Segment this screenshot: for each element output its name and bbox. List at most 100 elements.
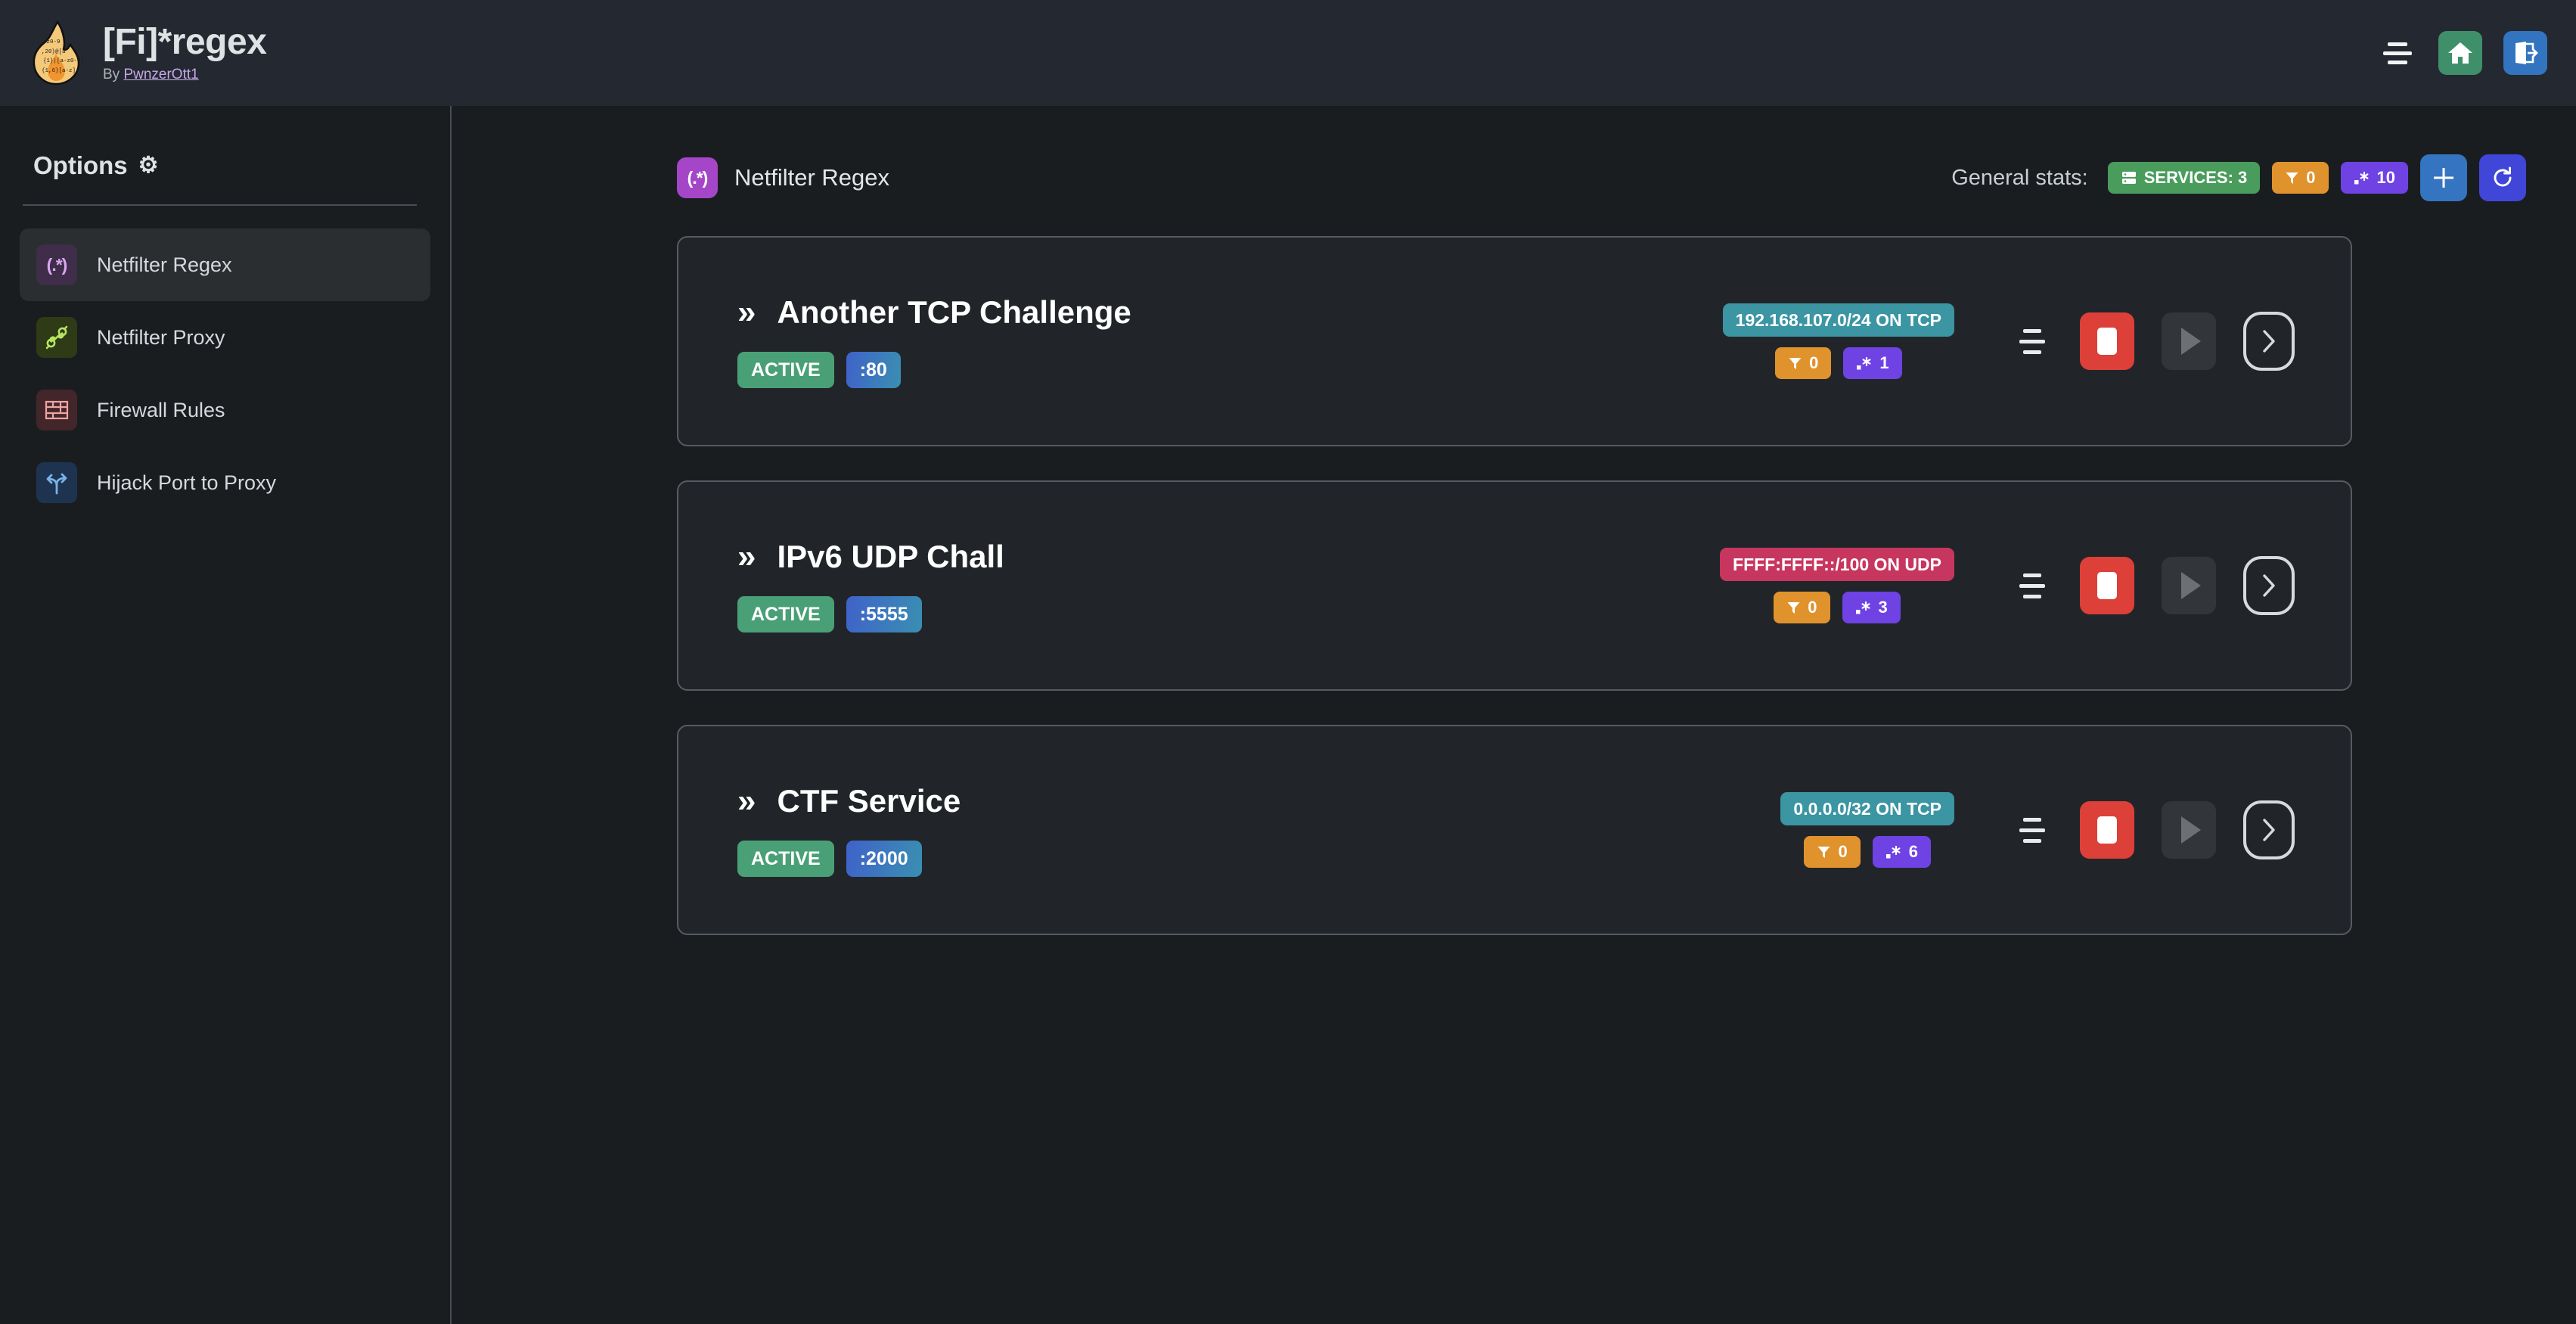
filter-icon [1787, 601, 1800, 614]
service-name: CTF Service [777, 783, 961, 819]
play-button[interactable] [2162, 801, 2216, 859]
app-title: [Fi]*regex [103, 21, 267, 62]
service-info: » Another TCP Challenge ACTIVE :80 [678, 294, 1131, 388]
regexes-count-label: 3 [1878, 598, 1888, 617]
menu-line [2023, 594, 2041, 598]
service-menu-icon[interactable] [2012, 573, 2053, 598]
port-badge: :2000 [846, 841, 922, 877]
regexes-count-badge: 1 [1843, 347, 1902, 379]
stop-icon [2097, 572, 2117, 599]
service-actions: FFFF:FFFF::/100 ON UDP 0 [1720, 548, 2351, 623]
stop-button[interactable] [2080, 557, 2134, 614]
double-chevron-right-icon: » [737, 294, 756, 331]
open-service-button[interactable] [2243, 312, 2295, 371]
filters-count-label: 0 [2306, 168, 2316, 187]
service-tags: ACTIVE :80 [737, 352, 1131, 388]
service-name: IPv6 UDP Chall [777, 539, 1004, 574]
play-icon [2181, 572, 2201, 599]
regexes-count-label: 10 [2376, 168, 2395, 187]
open-service-button[interactable] [2243, 556, 2295, 615]
stop-button[interactable] [2080, 801, 2134, 859]
service-menu-icon[interactable] [2012, 328, 2053, 354]
service-counters: 0 6 [1804, 836, 1931, 868]
menu-line [2388, 60, 2407, 64]
app-header: -z0-9 ,20}@[a {1}|[a-z0-9] {1,6}[a-z] [F… [0, 0, 2576, 106]
services-count-label: SERVICES: 3 [2143, 168, 2248, 187]
app-author-line: By PwnzerOtt1 [103, 67, 266, 83]
services-count-badge: SERVICES: 3 [2107, 162, 2261, 194]
refresh-icon [2494, 166, 2512, 187]
add-service-button[interactable] [2420, 154, 2467, 201]
double-chevron-right-icon: » [737, 538, 756, 575]
by-prefix: By [103, 67, 124, 83]
port-badge: :80 [846, 352, 901, 388]
play-button[interactable] [2162, 312, 2216, 370]
open-service-button[interactable] [2243, 800, 2295, 859]
sidebar-item-hijack-port-to-proxy[interactable]: Hijack Port to Proxy [20, 446, 430, 519]
service-info: » IPv6 UDP Chall ACTIVE :5555 [678, 539, 1004, 632]
status-badge: ACTIVE [737, 841, 834, 877]
service-network-info: 0.0.0.0/32 ON TCP 0 [1780, 792, 1954, 868]
filter-icon [1789, 357, 1802, 369]
stop-button[interactable] [2080, 312, 2134, 370]
sidebar-list: (.*) Netfilter Regex Netfilter Proxy [0, 228, 450, 519]
service-info: » CTF Service ACTIVE :2000 [678, 783, 961, 877]
sidebar-item-firewall-rules[interactable]: Firewall Rules [20, 374, 430, 446]
menu-line [2388, 42, 2407, 46]
author-link[interactable]: PwnzerOtt1 [123, 67, 199, 83]
regex-icon: (.*) [677, 157, 718, 198]
home-button[interactable] [2438, 31, 2482, 75]
service-tags: ACTIVE :5555 [737, 596, 1004, 632]
play-icon [2181, 816, 2201, 844]
chevron-right-icon [2263, 330, 2275, 353]
refresh-button[interactable] [2479, 154, 2526, 201]
menu-line [2023, 817, 2041, 822]
status-badge: ACTIVE [737, 596, 834, 632]
service-menu-icon[interactable] [2012, 817, 2053, 843]
filters-count-badge: 0 [1775, 347, 1832, 379]
logout-button[interactable] [2503, 31, 2547, 75]
service-title: » CTF Service [737, 783, 961, 819]
gear-icon: ⚙ [138, 153, 159, 178]
menu-line [2019, 339, 2045, 343]
sidebar-item-netfilter-regex[interactable]: (.*) Netfilter Regex [20, 228, 430, 301]
hamburger-menu-icon[interactable] [2378, 36, 2417, 70]
regexes-count-badge: 6 [1872, 836, 1931, 868]
sidebar-item-label: Netfilter Proxy [97, 325, 225, 349]
sidebar-item-netfilter-proxy[interactable]: Netfilter Proxy [20, 301, 430, 374]
plug-icon [36, 317, 77, 358]
service-counters: 0 1 [1775, 347, 1902, 379]
double-chevron-right-icon: » [737, 782, 756, 819]
svg-text:,20}@[a: ,20}@[a [42, 49, 66, 55]
menu-line [2383, 51, 2412, 55]
general-stats-label: General stats: [1951, 165, 2088, 190]
home-icon [2448, 42, 2472, 64]
regex-count-icon [1885, 845, 1901, 858]
service-card[interactable]: » CTF Service ACTIVE :2000 0.0.0.0/32 ON… [677, 725, 2352, 935]
regex-icon: (.*) [36, 244, 77, 285]
sidebar-title: Options ⚙ [33, 151, 450, 180]
menu-line [2023, 573, 2041, 577]
svg-text:{1}|[a-z0-9]: {1}|[a-z0-9] [43, 58, 83, 64]
main-content: (.*) Netfilter Regex General stats: SERV… [452, 106, 2576, 1324]
regexes-count-label: 1 [1879, 353, 1889, 372]
main-header: (.*) Netfilter Regex General stats: SERV… [452, 145, 2576, 210]
network-badge: 192.168.107.0/24 ON TCP [1722, 303, 1954, 337]
filters-count-badge: 0 [2272, 162, 2329, 194]
service-card[interactable]: » Another TCP Challenge ACTIVE :80 192.1… [677, 236, 2352, 446]
service-counters: 0 3 [1774, 592, 1901, 623]
service-title: » Another TCP Challenge [737, 294, 1131, 331]
stop-icon [2097, 328, 2117, 355]
service-card[interactable]: » IPv6 UDP Chall ACTIVE :5555 FFFF:FFFF:… [677, 480, 2352, 691]
services-list: » Another TCP Challenge ACTIVE :80 192.1… [677, 236, 2352, 935]
sidebar-item-label: Hijack Port to Proxy [97, 471, 277, 494]
chevron-right-icon [2263, 819, 2275, 841]
logout-icon [2515, 42, 2538, 64]
port-badge: :5555 [846, 596, 922, 632]
brand-block: [Fi]*regex By PwnzerOtt1 [103, 21, 267, 84]
menu-line [2019, 583, 2045, 588]
page-title: Netfilter Regex [734, 164, 890, 191]
menu-line [2023, 328, 2041, 333]
play-button[interactable] [2162, 557, 2216, 614]
filters-count-label: 0 [1809, 353, 1819, 372]
